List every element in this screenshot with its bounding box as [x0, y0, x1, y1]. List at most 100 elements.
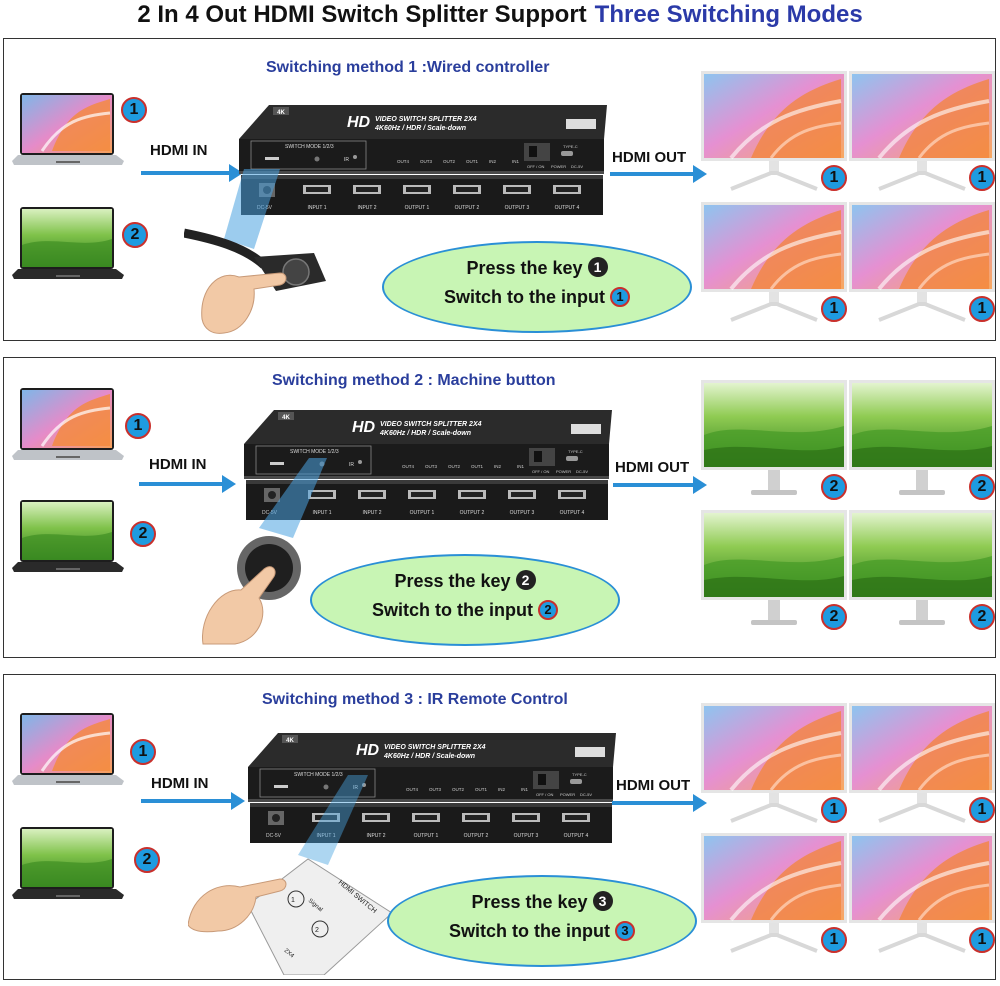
switch-mode-label: SWITCH MODE 1/2/3: [290, 449, 339, 455]
power-label: POWER: [560, 792, 575, 797]
monitor-input-badge: 1: [821, 927, 847, 953]
method-panel-3: Switching method 3 : IR Remote Control 1 2…: [3, 674, 996, 980]
power-switch-label: OFF / ON: [532, 469, 549, 474]
rear-port-label: OUTPUT 2: [464, 833, 489, 839]
switch-mode-label: SWITCH MODE 1/2/3: [285, 144, 334, 150]
input-number-icon: 1: [610, 287, 630, 307]
monitor-output-3: [701, 510, 847, 632]
switch-input-text: Switch to the input: [449, 921, 610, 941]
monitor-input-badge: 2: [969, 604, 995, 630]
monitor-output-1: [701, 71, 847, 193]
switch-input-line: Switch to the input 2: [312, 600, 618, 621]
monitor-input-badge: 1: [821, 797, 847, 823]
hdmi-out-label: HDMI OUT: [616, 777, 691, 794]
mode-button[interactable]: [323, 784, 329, 790]
method-title: Switching method 1 :Wired controller: [266, 59, 550, 76]
model-label: VIDEO SWITCH SPLITTER 2X4: [384, 744, 486, 751]
brand-label: HD: [347, 114, 371, 131]
power-label: POWER: [551, 164, 566, 169]
rear-port-label: INPUT 1: [316, 833, 335, 839]
hdmi-out-arrow: [612, 794, 707, 812]
mode-button[interactable]: [314, 156, 320, 162]
method-title: Switching method 3 : IR Remote Control: [262, 691, 568, 708]
monitor-input-badge: 1: [969, 296, 995, 322]
dc-label: DC-5V: [576, 469, 588, 474]
laptop-input-1: [12, 711, 124, 796]
ir-sensor: [362, 783, 366, 787]
rear-port-label: INPUT 2: [362, 510, 381, 516]
rear-port-label: INPUT 1: [307, 205, 326, 211]
input-number-badge: 2: [134, 847, 160, 873]
type-c-label: TYPE-C: [563, 144, 578, 149]
rear-port-label: OUTPUT 1: [405, 205, 430, 211]
rear-port-label: OUTPUT 1: [414, 833, 439, 839]
monitor-output-1: [701, 380, 847, 502]
ir-label: IR: [349, 462, 354, 468]
4k-badge: 4K: [277, 110, 285, 116]
laptop-input-1: [12, 91, 124, 176]
hdmi-out-label: HDMI OUT: [612, 149, 687, 166]
rear-port-label: INPUT 1: [312, 510, 331, 516]
hdmi-out-label: HDMI OUT: [615, 459, 690, 476]
monitor-output-4: [849, 202, 995, 324]
monitor-output-1: [701, 703, 847, 825]
monitor-input-badge: 2: [821, 474, 847, 500]
rear-port-label: OUTPUT 3: [510, 510, 535, 516]
dc-label: DC-5V: [580, 792, 592, 797]
monitor-output-3: [701, 202, 847, 324]
monitor-output-2: [849, 703, 995, 825]
front-port-label: OUT3: [425, 464, 437, 469]
front-port-label: OUT3: [429, 787, 441, 792]
rear-port-label: OUTPUT 3: [514, 833, 539, 839]
remote-button-1[interactable]: 1: [291, 897, 295, 904]
spec-label: 4K60Hz / HDR / Scale-down: [383, 753, 475, 760]
dc-label: DC-5V: [571, 164, 583, 169]
rear-port-label: OUTPUT 3: [505, 205, 530, 211]
front-port-label: OUT1: [466, 159, 478, 164]
type-c-label: TYPE-C: [568, 449, 583, 454]
laptop-input-2: [12, 205, 124, 290]
input-number-badge: 1: [130, 739, 156, 765]
rear-port-label: INPUT 2: [357, 205, 376, 211]
4k-badge: 4K: [286, 738, 294, 744]
input-number-icon: 2: [538, 600, 558, 620]
title-highlight: Three Switching Modes: [594, 1, 863, 28]
front-port-label: OUT2: [448, 464, 460, 469]
monitor-input-badge: 2: [969, 474, 995, 500]
rear-port-label: OUTPUT 2: [460, 510, 485, 516]
press-key-text: Press the key: [466, 258, 583, 278]
laptop-input-2: [12, 825, 124, 910]
rear-port-label: OUTPUT 4: [560, 510, 585, 516]
front-port-label: IN2: [494, 464, 502, 469]
hdmi-in-label: HDMI IN: [149, 456, 207, 473]
press-key-text: Press the key: [394, 571, 511, 591]
monitor-input-badge: 1: [821, 296, 847, 322]
power-switch-label: OFF / ON: [527, 164, 544, 169]
monitor-input-badge: 1: [821, 165, 847, 191]
hdmi-in-label: HDMI IN: [150, 142, 208, 159]
rear-port-label: OUTPUT 4: [564, 833, 589, 839]
hdmi-out-arrow: [610, 165, 707, 183]
front-port-label: OUT4: [397, 159, 409, 164]
ir-sensor: [358, 460, 362, 464]
monitor-input-badge: 1: [969, 797, 995, 823]
laptop-input-1: [12, 386, 124, 471]
machine-button-graphic: [199, 458, 349, 648]
front-port-label: OUT4: [402, 464, 414, 469]
rear-port-label: OUTPUT 1: [410, 510, 435, 516]
remote-button-2[interactable]: 2: [315, 927, 319, 934]
hdmi-in-arrow: [139, 475, 236, 493]
switch-input-line: Switch to the input 3: [389, 921, 695, 942]
monitor-input-badge: 1: [969, 927, 995, 953]
input-number-badge: 1: [125, 413, 151, 439]
front-port-label: OUT4: [406, 787, 418, 792]
monitor-input-badge: 2: [821, 604, 847, 630]
hdmi-in-label: HDMI IN: [151, 775, 209, 792]
spec-label: 4K60Hz / HDR / Scale-down: [379, 430, 471, 437]
press-key-line: Press the key 1: [384, 257, 690, 279]
